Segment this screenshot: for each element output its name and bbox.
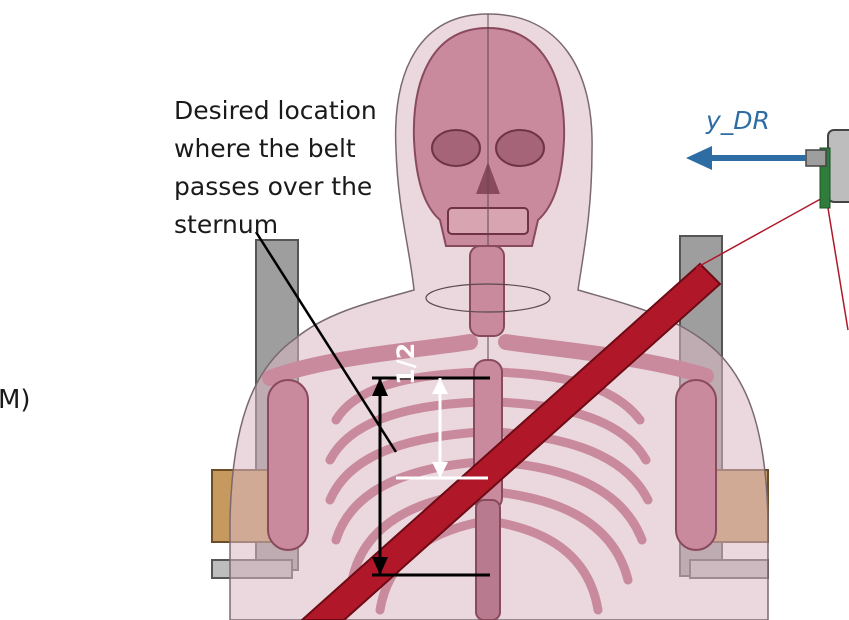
belt-line-upper: [696, 196, 826, 268]
humerus-right: [676, 380, 716, 550]
truncated-label: M): [0, 385, 31, 415]
callout-text: Desired location where the belt passes o…: [174, 92, 344, 244]
humerus-left: [268, 380, 308, 550]
belt-line-lower: [826, 196, 848, 330]
callout-line-3: passes over the: [174, 168, 344, 206]
y-dr-label: y_DR: [706, 106, 770, 135]
retractor-icon: [806, 130, 849, 208]
eye-socket-right: [496, 130, 544, 166]
eye-socket-left: [432, 130, 480, 166]
direction-arrow-icon: [686, 146, 806, 170]
callout-line-1: Desired location: [174, 92, 344, 130]
cervical-spine: [470, 246, 504, 336]
callout-line-4: sternum: [174, 206, 344, 244]
half-fraction-label: 1/2: [392, 343, 420, 385]
thoracic-spine: [476, 500, 500, 620]
callout-line-2: where the belt: [174, 130, 344, 168]
